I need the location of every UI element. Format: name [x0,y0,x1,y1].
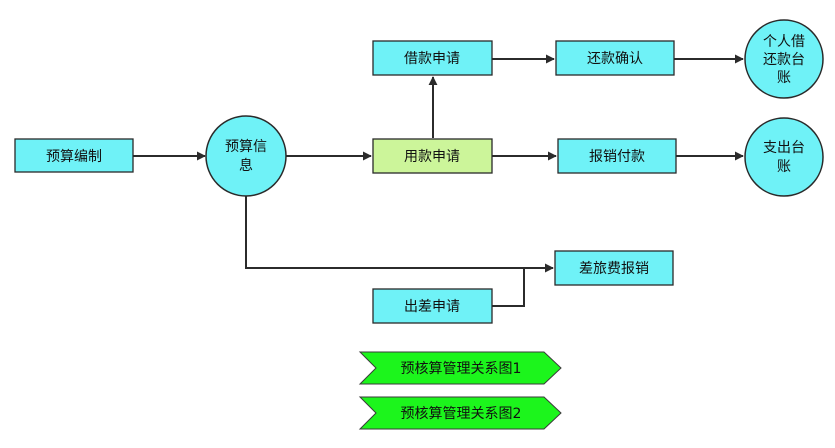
budget-info-label-line2: 息 [239,157,253,174]
edges [133,54,744,307]
trip-apply-label: 出差申请 [404,299,460,315]
reimburse-pay-label: 报销付款 [589,149,645,165]
node-travel-reimburse[interactable]: 差旅费报销 [554,250,674,286]
node-personal-ledger[interactable]: 个人借 还款台 账 [744,19,824,99]
reimburse-pay-box [557,138,677,174]
expense-ledger-label-line1: 支出台 [763,140,805,156]
edge-trip-to-travel [492,268,525,307]
expense-ledger-label-line2: 账 [777,159,791,175]
travel-reimburse-label: 差旅费报销 [579,261,649,277]
expense-ledger-circle [744,117,824,197]
node-reimburse-pay[interactable]: 报销付款 [557,138,677,174]
node-budget-info[interactable]: 预算信 息 [205,115,287,197]
budget-info-label-line1: 预算信 [225,139,267,155]
usage-apply-box [372,138,493,174]
repay-confirm-label: 还款确认 [587,51,643,67]
personal-ledger-circle [744,19,824,99]
budget-compile-box [14,138,134,173]
node-usage-apply[interactable]: 用款申请 [372,138,493,174]
node-budget-compile[interactable]: 预算编制 [14,138,134,173]
edge-info-to-travel [245,196,554,273]
node-expense-ledger[interactable]: 支出台 账 [744,117,824,197]
personal-ledger-label-line1: 个人借 [763,34,805,50]
travel-reimburse-box [554,250,674,286]
node-trip-apply[interactable]: 出差申请 [372,288,493,324]
diagram-1-chevron [358,351,562,385]
loan-apply-box [372,40,493,76]
budget-compile-label: 预算编制 [46,149,102,165]
diagram-2-chevron [358,396,562,430]
personal-ledger-label-line3: 账 [777,70,791,86]
budget-info-circle [205,115,287,197]
trip-apply-box [372,288,493,324]
node-loan-apply[interactable]: 借款申请 [372,40,493,76]
link-diagram-1[interactable]: 预核算管理关系图1 [358,351,562,385]
usage-apply-label: 用款申请 [404,149,460,165]
diagram-2-label: 预核算管理关系图2 [401,406,522,422]
personal-ledger-label-line2: 还款台 [763,52,805,68]
diagram-1-label: 预核算管理关系图1 [401,361,522,377]
loan-apply-label: 借款申请 [404,51,460,67]
link-diagram-2[interactable]: 预核算管理关系图2 [358,396,562,430]
repay-confirm-box [555,40,675,76]
node-repay-confirm[interactable]: 还款确认 [555,40,675,76]
